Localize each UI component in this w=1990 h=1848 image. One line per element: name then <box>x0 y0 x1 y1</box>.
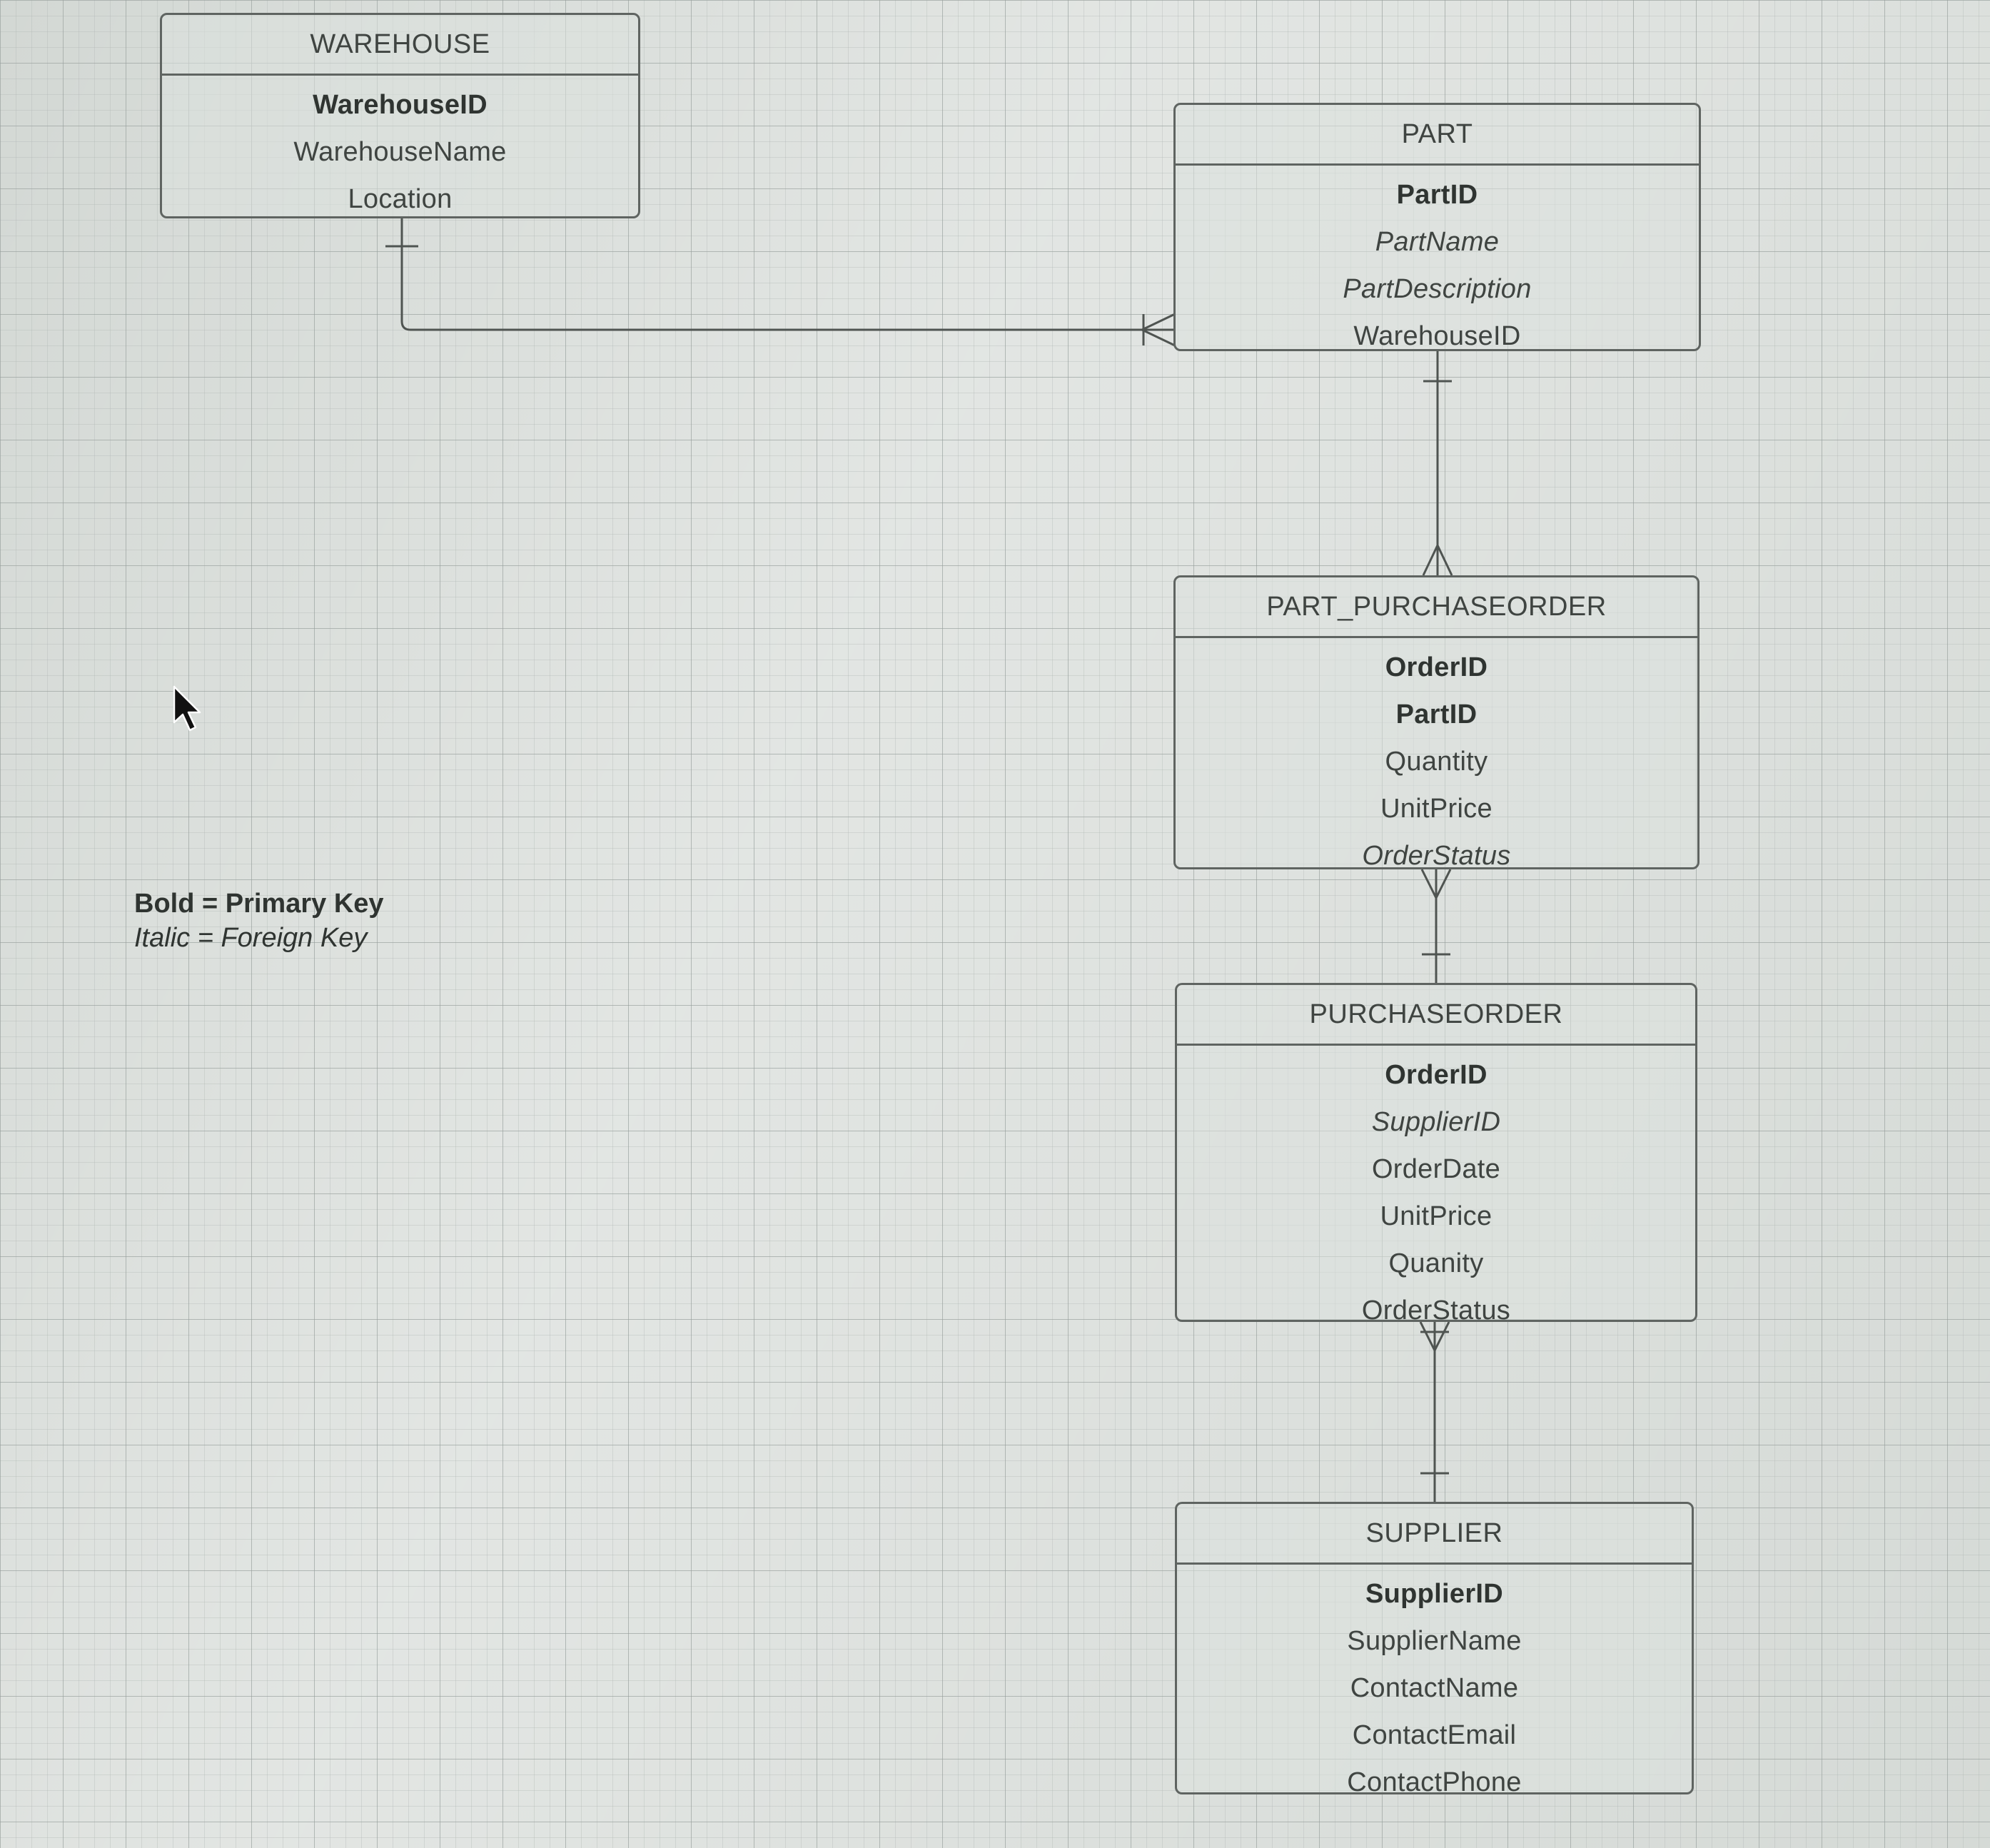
entity-warehouse[interactable]: WAREHOUSE WarehouseID WarehouseName Loca… <box>160 13 640 218</box>
attribute: WarehouseID <box>1353 321 1521 351</box>
attribute: ContactPhone <box>1347 1767 1522 1797</box>
attribute: ContactEmail <box>1352 1720 1517 1750</box>
entity-title: PART_PURCHASEORDER <box>1176 577 1697 638</box>
crowfoot-lower <box>1141 328 1176 347</box>
crowfoot-left <box>1422 545 1439 576</box>
entity-part-purchaseorder[interactable]: PART_PURCHASEORDER OrderID PartID Quanti… <box>1173 575 1699 871</box>
crowfoot-right <box>1436 545 1453 576</box>
attribute-primary-key: PartID <box>1395 700 1478 729</box>
rel-warehouse-part <box>385 218 1176 347</box>
entity-supplier[interactable]: SUPPLIER SupplierID SupplierName Contact… <box>1175 1502 1694 1797</box>
attribute-list: OrderID PartID Quantity UnitPrice OrderS… <box>1176 638 1697 879</box>
entity-title: SUPPLIER <box>1177 1504 1692 1565</box>
attribute-foreign-key: SupplierID <box>1371 1107 1501 1137</box>
attribute-list: WarehouseID WarehouseName Location <box>162 76 638 223</box>
attribute: WarehouseName <box>293 137 507 167</box>
crowfoot-left <box>1420 869 1438 899</box>
attribute: Location <box>348 184 453 214</box>
entity-title: PART <box>1176 105 1699 166</box>
legend-foreign-key: Italic = Foreign Key <box>134 923 368 953</box>
entity-purchaseorder[interactable]: PURCHASEORDER OrderID SupplierID OrderDa… <box>1175 983 1697 1326</box>
entity-title: PURCHASEORDER <box>1177 985 1695 1046</box>
attribute-list: OrderID SupplierID OrderDate UnitPrice Q… <box>1177 1046 1695 1334</box>
crowfoot-right <box>1433 1321 1450 1351</box>
attribute-primary-key: WarehouseID <box>313 90 488 120</box>
attribute-foreign-key: OrderStatus <box>1362 841 1511 871</box>
attribute-primary-key: OrderID <box>1385 1060 1488 1090</box>
attribute-foreign-key: PartDescription <box>1343 274 1532 304</box>
attribute: OrderDate <box>1371 1154 1501 1184</box>
attribute: ContactName <box>1350 1673 1519 1703</box>
attribute: Quantity <box>1385 747 1488 777</box>
attribute-foreign-key: PartName <box>1375 227 1500 257</box>
rel-partpurchaseorder-purchaseorder <box>1420 869 1452 983</box>
entity-title: WAREHOUSE <box>162 15 638 76</box>
attribute-primary-key: OrderID <box>1385 652 1488 682</box>
attribute: UnitPrice <box>1380 794 1492 824</box>
crowfoot-left <box>1419 1321 1436 1351</box>
attribute: Quanity <box>1388 1248 1484 1278</box>
entity-part[interactable]: PART PartID PartName PartDescription War… <box>1173 103 1701 351</box>
attribute: SupplierName <box>1347 1626 1522 1656</box>
attribute-primary-key: SupplierID <box>1365 1579 1504 1609</box>
attribute-primary-key: PartID <box>1396 180 1478 210</box>
attribute-list: SupplierID SupplierName ContactName Cont… <box>1177 1565 1692 1806</box>
attribute: OrderStatus <box>1361 1296 1511 1326</box>
crowfoot-upper <box>1141 313 1176 331</box>
attribute: UnitPrice <box>1380 1201 1492 1231</box>
attribute-list: PartID PartName PartDescription Warehous… <box>1176 166 1699 360</box>
legend: Bold = Primary Key Italic = Foreign Key <box>134 887 384 955</box>
legend-primary-key: Bold = Primary Key <box>134 889 384 919</box>
rel-part-partpurchaseorder <box>1422 351 1453 576</box>
crowfoot-right <box>1435 869 1452 899</box>
rel-purchaseorder-supplier <box>1419 1321 1450 1502</box>
mouse-pointer-icon <box>173 685 206 736</box>
